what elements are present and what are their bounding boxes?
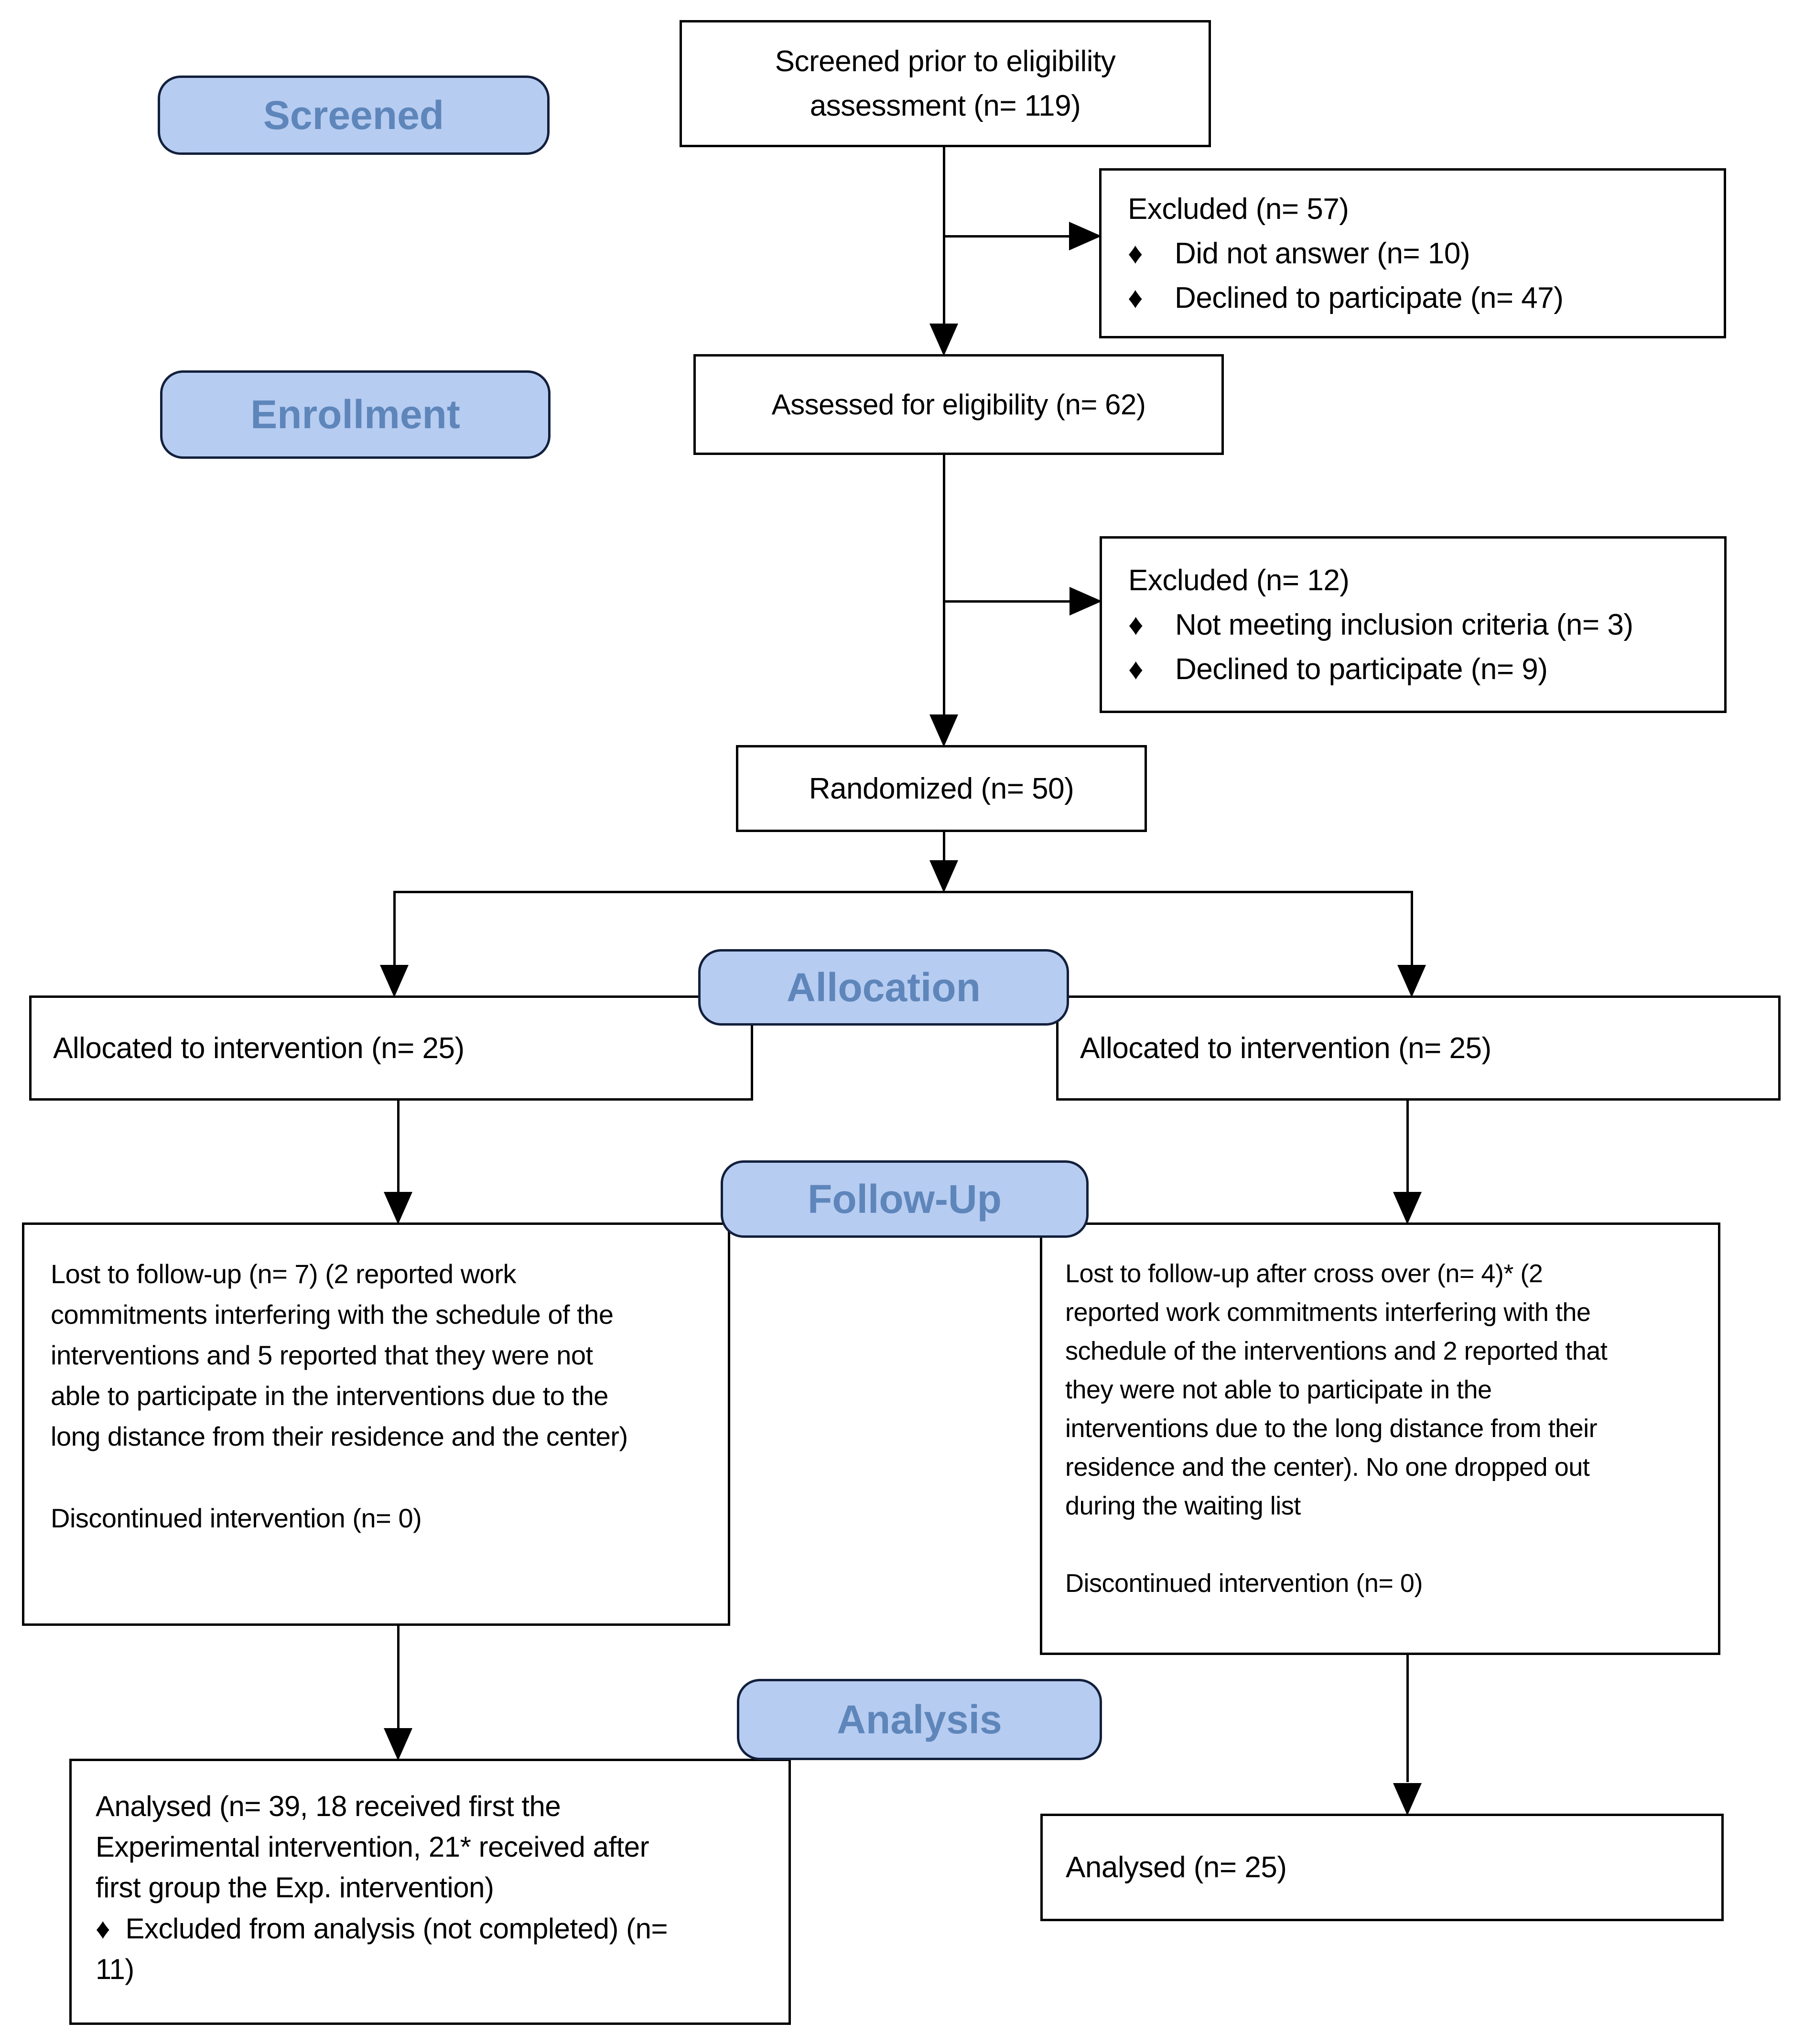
connector-split-horizontal	[393, 891, 1413, 893]
flow-box-allocated-left: Allocated to intervention (n= 25)	[29, 995, 753, 1101]
connector-allocated-to-followup-right	[1406, 1101, 1409, 1193]
connector-allocated-to-followup-left	[397, 1101, 400, 1193]
connector-branch-excluded2	[943, 600, 1070, 603]
flow-box-excluded-eligibility: Excluded (n= 12) ♦ Not meeting inclusion…	[1100, 536, 1727, 713]
flow-box-excluded-screening: Excluded (n= 57) ♦ Did not answer (n= 10…	[1099, 168, 1726, 338]
connector-randomized-to-split	[943, 832, 945, 862]
connector-followup-to-analysed-right	[1406, 1655, 1409, 1782]
flow-box-analysed-right: Analysed (n= 25)	[1040, 1814, 1724, 1921]
flow-box-screened-prior-eligibility: Screened prior to eligibility assessment…	[680, 20, 1211, 147]
arrowhead-into-excluded1	[1069, 222, 1102, 250]
arrowhead-into-randomized	[929, 714, 958, 747]
connector-branch-excluded1	[943, 235, 1069, 238]
stage-label-enrollment: Enrollment	[160, 370, 551, 459]
stage-label-allocation: Allocation	[698, 949, 1069, 1026]
flow-box-allocated-right: Allocated to intervention (n= 25)	[1056, 995, 1781, 1101]
flow-box-analysed-left: Analysed (n= 39, 18 received first the E…	[69, 1759, 791, 2025]
connector-assessed-to-randomized	[943, 455, 945, 714]
connector-split-to-allocated-right	[1411, 891, 1413, 966]
stage-label-analysis: Analysis	[737, 1679, 1102, 1760]
stage-label-screened: Screened	[158, 76, 550, 155]
flow-box-lost-followup-left: Lost to follow-up (n= 7) (2 reported wor…	[22, 1222, 730, 1626]
arrowhead-into-followup-left	[384, 1192, 412, 1224]
arrowhead-into-allocated-right	[1397, 965, 1426, 997]
arrowhead-into-excluded2	[1069, 587, 1102, 616]
arrowhead-into-allocated-left	[380, 965, 409, 997]
stage-label-follow-up: Follow-Up	[721, 1160, 1089, 1238]
connector-followup-to-analysed-left	[397, 1626, 400, 1729]
arrowhead-into-assessed	[929, 324, 958, 356]
flow-box-lost-followup-right: Lost to follow-up after cross over (n= 4…	[1040, 1222, 1720, 1655]
flow-box-assessed-eligibility: Assessed for eligibility (n= 62)	[693, 354, 1224, 455]
arrowhead-into-analysed-right	[1393, 1783, 1422, 1816]
connector-split-to-allocated-left	[393, 891, 396, 966]
arrowhead-into-followup-right	[1393, 1192, 1422, 1224]
arrowhead-into-analysed-left	[384, 1728, 412, 1761]
flow-box-randomized: Randomized (n= 50)	[736, 745, 1147, 832]
arrowhead-onto-split	[929, 860, 958, 893]
